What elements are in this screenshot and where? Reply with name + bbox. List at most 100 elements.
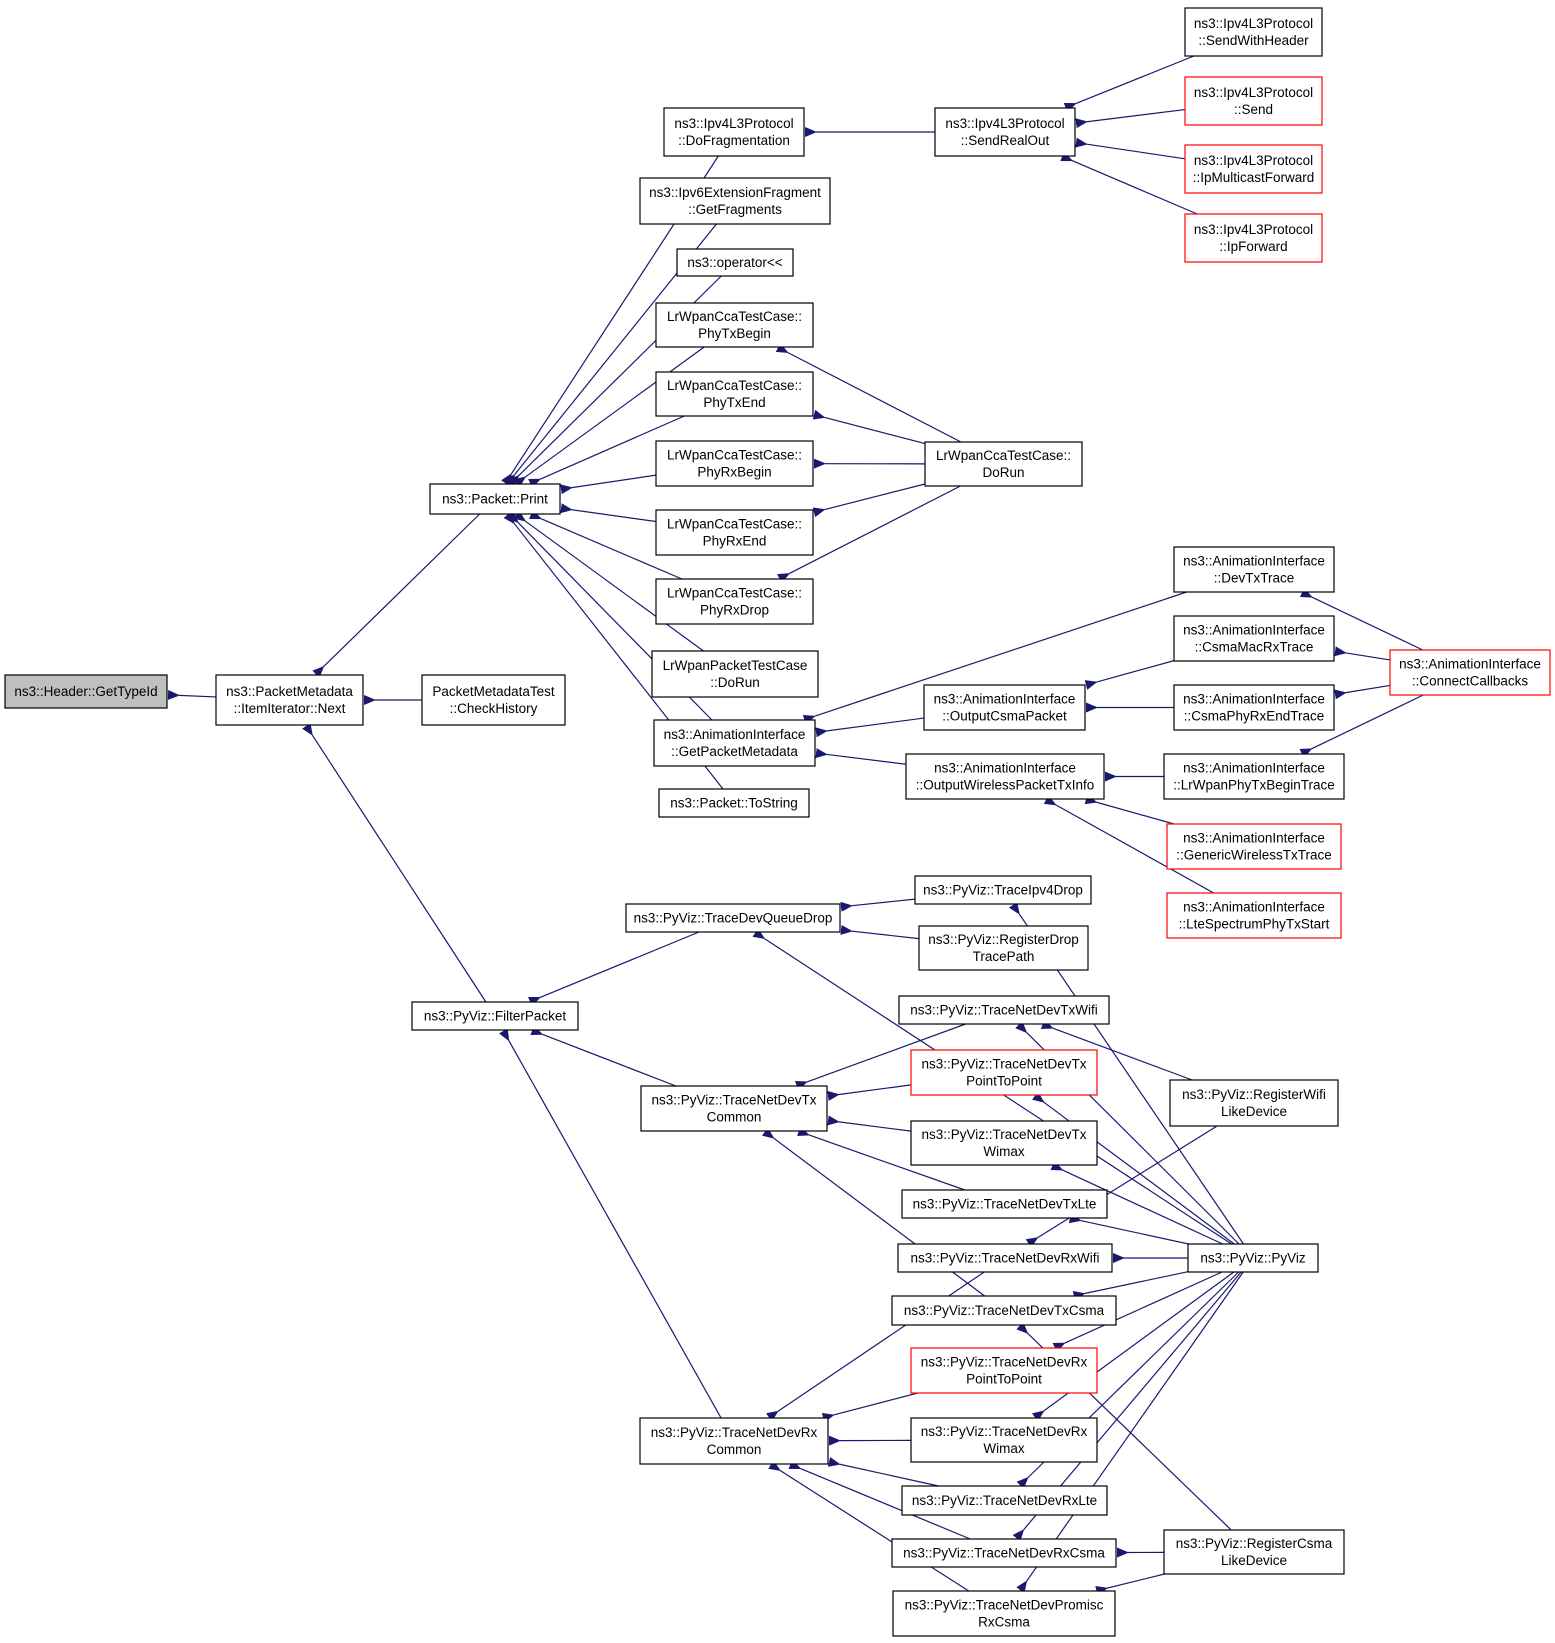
node-traceipv4drop[interactable]: ns3::PyViz::TraceIpv4Drop: [914, 875, 1092, 905]
node-label: LrWpanCcaTestCase::: [667, 378, 802, 393]
node-pm-next[interactable]: ns3::PacketMetadata::ItemIterator::Next: [215, 674, 364, 726]
edge-ipv4_send-to-ipv4_sendrealout: [1075, 108, 1186, 129]
node-label: ns3::AnimationInterface: [934, 761, 1076, 776]
node-label: ns3::PyViz::RegisterDrop: [928, 932, 1079, 947]
node-box: [914, 875, 1092, 905]
node-lr-rxbegin[interactable]: LrWpanCcaTestCase::PhyRxBegin: [655, 440, 814, 487]
node-label: ::CheckHistory: [450, 701, 538, 716]
node-pkt-tostring[interactable]: ns3::Packet::ToString: [658, 788, 810, 818]
edge-filterpacket-to-pm_next: [302, 723, 487, 1003]
node-box: [924, 441, 1083, 487]
node-anim-outcsma[interactable]: ns3::AnimationInterface::OutputCsmaPacke…: [923, 684, 1086, 731]
node-anim-connect[interactable]: ns3::AnimationInterface::ConnectCallback…: [1389, 649, 1551, 696]
node-anim-devtx[interactable]: ns3::AnimationInterface::DevTxTrace: [1173, 546, 1335, 593]
node-ipv4-sendwithheader[interactable]: ns3::Ipv4L3Protocol::SendWithHeader: [1184, 7, 1323, 57]
node-box: [655, 371, 814, 417]
node-box: [1184, 76, 1323, 126]
node-ipv4-send[interactable]: ns3::Ipv4L3Protocol::Send: [1184, 76, 1323, 126]
node-label: ::SendWithHeader: [1198, 33, 1309, 48]
node-rx-wifi[interactable]: ns3::PyViz::TraceNetDevRxWifi: [897, 1243, 1113, 1273]
node-anim-lrwpanphytx[interactable]: ns3::AnimationInterface::LrWpanPhyTxBegi…: [1163, 753, 1345, 800]
edge-rx_wifi-to-rx_common: [766, 1271, 985, 1422]
node-tx-csma[interactable]: ns3::PyViz::TraceNetDevTxCsma: [891, 1295, 1117, 1326]
node-lr-rxdrop[interactable]: LrWpanCcaTestCase::PhyRxDrop: [655, 578, 814, 625]
node-ipv4-dofrag[interactable]: ns3::Ipv4L3Protocol::DoFragmentation: [663, 107, 805, 157]
edge-promisc-to-rx_common: [768, 1460, 970, 1592]
node-tx-lte[interactable]: ns3::PyViz::TraceNetDevTxLte: [901, 1189, 1108, 1219]
edge-ipv4_ipfwd-to-ipv4_sendrealout: [1060, 151, 1198, 215]
node-box: [1187, 1243, 1319, 1273]
edge-lr_txbegin-to-pkt_print: [513, 346, 705, 488]
node-anim-genericwireless[interactable]: ns3::AnimationInterface::GenericWireless…: [1166, 823, 1342, 870]
node-label: ::GetPacketMetadata: [671, 744, 798, 759]
node-tracedevqueuedrop[interactable]: ns3::PyViz::TraceDevQueueDrop: [625, 903, 841, 933]
node-pmtest[interactable]: PacketMetadataTest::CheckHistory: [421, 674, 566, 726]
edge-rx_p2p-to-rx_common: [821, 1392, 918, 1423]
node-anim-getpm[interactable]: ns3::AnimationInterface::GetPacketMetada…: [653, 719, 816, 767]
node-lr-txbegin[interactable]: LrWpanCcaTestCase::PhyTxBegin: [655, 302, 814, 348]
node-ipv4-ipfwd[interactable]: ns3::Ipv4L3Protocol::IpForward: [1184, 213, 1323, 263]
node-label: ns3::PyViz::TraceNetDevTxWifi: [910, 1003, 1098, 1018]
node-label: ::LrWpanPhyTxBeginTrace: [1173, 778, 1335, 793]
node-label: ::LteSpectrumPhyTxStart: [1179, 917, 1330, 932]
node-label: ns3::AnimationInterface: [934, 692, 1076, 707]
node-box: [640, 1085, 828, 1132]
node-ipv4-sendrealout[interactable]: ns3::Ipv4L3Protocol::SendRealOut: [934, 107, 1076, 157]
edge-lr_dorun-to-lr_rxend: [812, 483, 926, 518]
node-anim-csmaphyrxend[interactable]: ns3::AnimationInterface::CsmaPhyRxEndTra…: [1173, 684, 1335, 731]
node-label: ::GenericWirelessTxTrace: [1176, 848, 1332, 863]
node-box: [4, 674, 168, 709]
node-lr-dorun[interactable]: LrWpanCcaTestCase::DoRun: [924, 441, 1083, 487]
edge-anim_csmamacrx-to-anim_outcsma: [1084, 660, 1175, 690]
node-box: [421, 674, 566, 726]
node-lrpkt-dorun[interactable]: LrWpanPacketTestCase::DoRun: [651, 650, 819, 698]
edge-anim_connect-to-anim_lrwpanphytx: [1299, 694, 1424, 759]
node-label: ns3::AnimationInterface: [1183, 554, 1325, 569]
node-box: [655, 440, 814, 487]
edge-pyviz-to-tx_wimax: [1050, 1160, 1223, 1245]
edge-pyviz-to-tx_lte: [1068, 1213, 1189, 1245]
edge-lr_dorun-to-lr_rxdrop: [777, 485, 961, 583]
node-label: ns3::AnimationInterface: [1399, 657, 1541, 672]
edge-lr_dorun-to-lr_txbegin: [775, 343, 962, 443]
node-label: ns3::Ipv4L3Protocol: [674, 116, 793, 131]
node-label: Common: [707, 1442, 762, 1457]
node-label: ::ConnectCallbacks: [1412, 674, 1529, 689]
node-filterpacket[interactable]: ns3::PyViz::FilterPacket: [411, 1001, 579, 1031]
node-box: [639, 1417, 829, 1465]
node-anim-outwireless[interactable]: ns3::AnimationInterface::OutputWirelessP…: [905, 753, 1105, 800]
node-tx-wifi[interactable]: ns3::PyViz::TraceNetDevTxWifi: [898, 995, 1110, 1025]
node-label: ::Send: [1234, 102, 1273, 117]
node-anim-csmamacrx[interactable]: ns3::AnimationInterface::CsmaMacRxTrace: [1173, 615, 1335, 662]
node-pkt-print[interactable]: ns3::Packet::Print: [429, 483, 561, 515]
node-rx-lte[interactable]: ns3::PyViz::TraceNetDevRxLte: [901, 1485, 1108, 1516]
node-root[interactable]: ns3::Header::GetTypeId: [4, 674, 168, 709]
edge-ipv4_sendwithheader-to-ipv4_sendrealout: [1063, 55, 1195, 113]
node-pyviz[interactable]: ns3::PyViz::PyViz: [1187, 1243, 1319, 1273]
node-ipv6-frag[interactable]: ns3::Ipv6ExtensionFragment::GetFragments: [639, 177, 831, 225]
node-label: ns3::PyViz::TraceDevQueueDrop: [634, 911, 833, 926]
node-label: PhyTxBegin: [698, 326, 771, 341]
node-label: PhyRxEnd: [703, 534, 767, 549]
node-label: ns3::PyViz::TraceNetDevTxCsma: [904, 1303, 1105, 1318]
node-lr-rxend[interactable]: LrWpanCcaTestCase::PhyRxEnd: [655, 509, 814, 556]
node-rx-csma[interactable]: ns3::PyViz::TraceNetDevRxCsma: [891, 1538, 1117, 1568]
node-anim-ltespectrum[interactable]: ns3::AnimationInterface::LteSpectrumPhyT…: [1166, 892, 1342, 939]
edge-lr_rxbegin-to-pkt_print: [560, 474, 657, 495]
edge-lr_rxdrop-to-pkt_print: [529, 509, 683, 580]
node-ipv4-ipmcast[interactable]: ns3::Ipv4L3Protocol::IpMulticastForward: [1184, 144, 1323, 194]
node-lr-txend[interactable]: LrWpanCcaTestCase::PhyTxEnd: [655, 371, 814, 417]
node-box: [658, 788, 810, 818]
node-label: DoRun: [982, 465, 1024, 480]
node-op-lshift[interactable]: ns3::operator<<: [676, 248, 794, 277]
